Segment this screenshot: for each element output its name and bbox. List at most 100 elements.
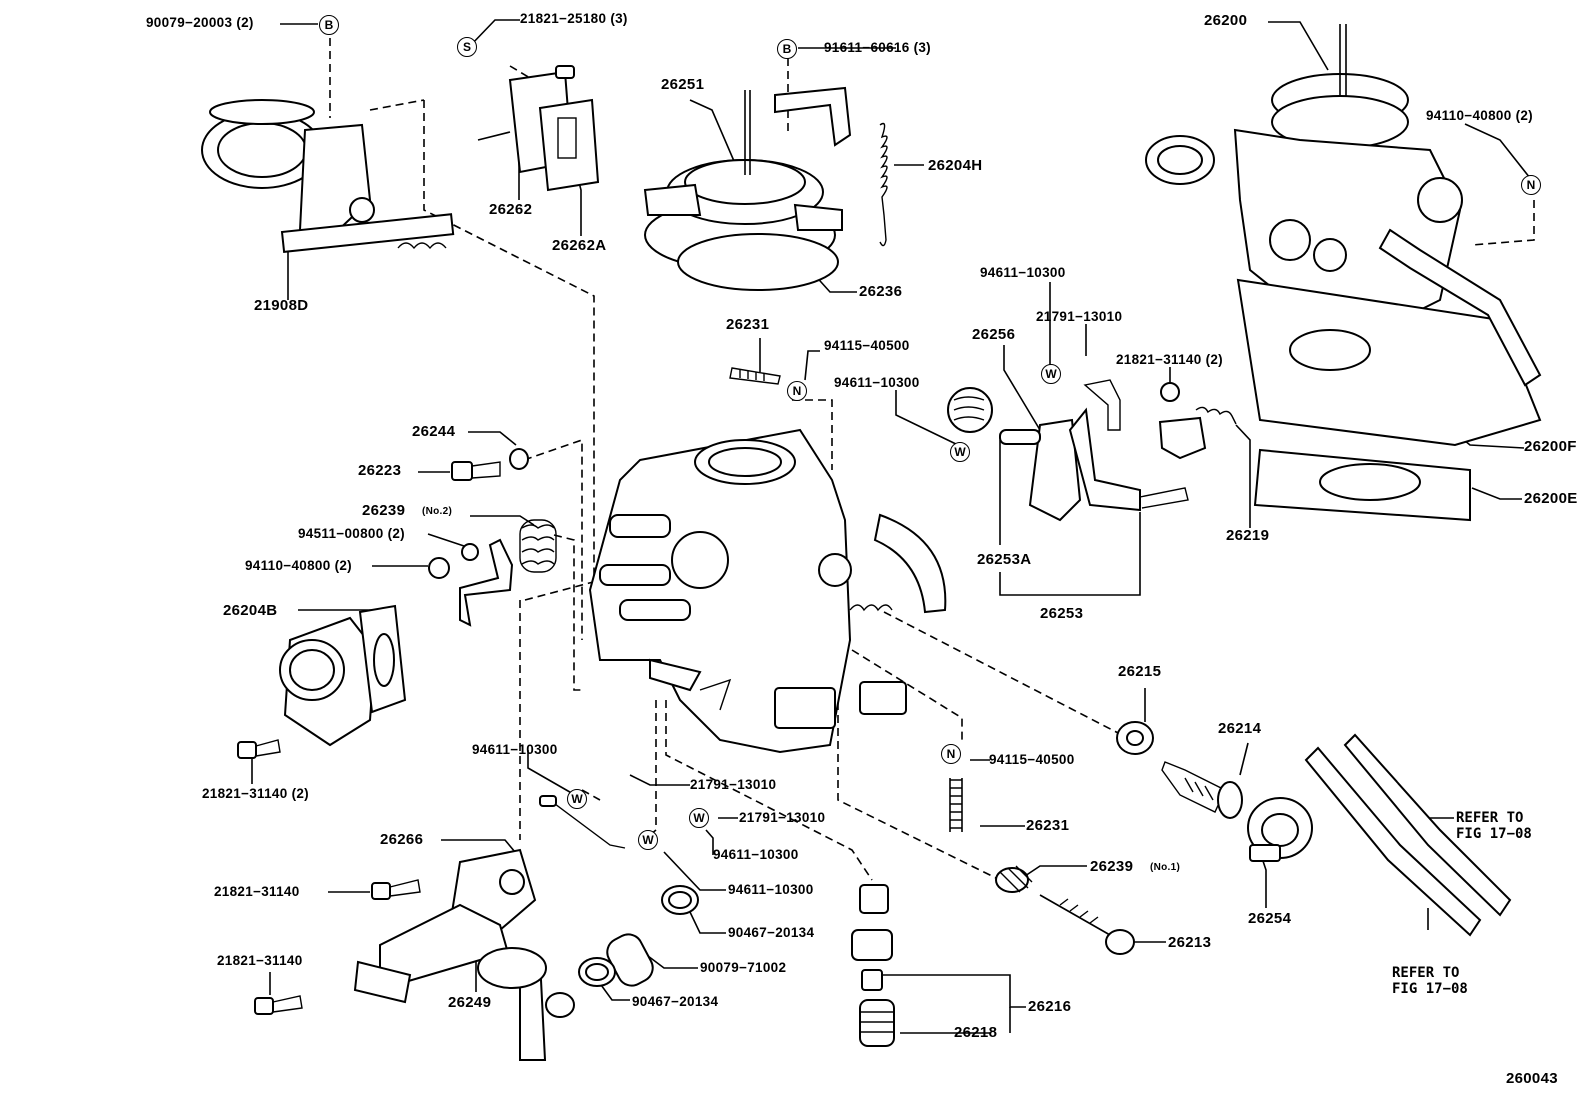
part-label: 26204H	[928, 157, 983, 174]
part-label: 94611−10300	[728, 882, 814, 897]
part-label: 26249	[448, 994, 492, 1011]
part-label: 21821−31140 (2)	[202, 786, 309, 801]
part-label: 21821−31140	[214, 884, 300, 899]
part-needle-26214	[1161, 761, 1243, 819]
part-label-tag: (No.2)	[422, 506, 453, 517]
part-label: 21791−13010	[739, 810, 826, 825]
part-carburetor-body	[588, 428, 947, 754]
part-label: 26213	[1168, 934, 1212, 951]
part-label: 26200F	[1524, 438, 1577, 455]
part-label: 26253	[1040, 605, 1084, 622]
part-label: 94511−00800 (2)	[298, 526, 405, 541]
part-carburetor-assembly-26200	[1145, 24, 1542, 522]
part-label: 26231	[1026, 817, 1070, 834]
part-label-tag: (No.1)	[1150, 862, 1181, 873]
part-spring-26231	[949, 778, 963, 832]
reference-note-line: FIG 17−08	[1392, 981, 1468, 997]
part-screw-21821-left	[237, 739, 281, 759]
part-jet-26216	[851, 884, 893, 991]
part-label: 94611−10300	[713, 847, 799, 862]
part-label: 26256	[972, 326, 1016, 343]
parts	[201, 24, 1542, 1061]
part-bolt-26231-top	[729, 367, 781, 385]
part-label: 26253A	[977, 551, 1032, 568]
part-lever-26253	[947, 379, 1189, 522]
part-label: 94110−40800 (2)	[1426, 108, 1533, 123]
part-label: 26262A	[552, 237, 607, 254]
part-label: 94115−40500	[989, 752, 1075, 767]
part-label: 21821−31140 (2)	[1116, 352, 1223, 367]
part-label: 91611−60616 (3)	[824, 40, 931, 55]
diagram-id: 260043	[1506, 1070, 1558, 1087]
part-label: 26239	[362, 502, 406, 519]
symbol-b-badge: B	[319, 15, 339, 35]
reference-note: REFER TO FIG 17−08	[1456, 810, 1532, 842]
symbol-s-badge: S	[457, 37, 477, 57]
part-screw-26213	[1039, 894, 1135, 955]
symbol-b-badge: B	[777, 39, 797, 59]
part-bolt-head	[1160, 382, 1180, 402]
part-label: 26236	[859, 283, 903, 300]
part-label: 21791−13010	[1036, 309, 1123, 324]
part-label: 21791−13010	[690, 777, 777, 792]
part-clamp-90467-b	[578, 957, 616, 987]
symbol-w-badge: W	[638, 830, 658, 850]
reference-note-line: FIG 17−08	[1456, 826, 1532, 842]
symbol-w-badge: W	[1041, 364, 1061, 384]
part-label: 21821−31140	[217, 953, 303, 968]
part-label: 26214	[1218, 720, 1262, 737]
part-label: 26219	[1226, 527, 1270, 544]
part-label: 26200	[1204, 12, 1248, 29]
symbol-n-badge: N	[787, 381, 807, 401]
part-label: 26200E	[1524, 490, 1578, 507]
part-bracket	[774, 86, 852, 147]
part-cover-26204B	[279, 604, 407, 747]
reference-note-line: REFER TO	[1456, 810, 1524, 826]
part-screw-21821-b	[254, 995, 303, 1015]
symbol-n-badge: N	[941, 744, 961, 764]
leader-lines	[251, 19, 1531, 1034]
part-label: 26223	[358, 462, 402, 479]
part-label: 21821−25180 (3)	[520, 11, 628, 26]
symbol-n-badge: N	[1521, 175, 1541, 195]
part-label: 90467−20134	[728, 925, 815, 940]
symbol-w-badge: W	[689, 808, 709, 828]
part-spring-26239-no2	[519, 519, 557, 573]
part-spring-26239-no1	[995, 865, 1033, 893]
part-label: 26215	[1118, 663, 1162, 680]
part-label: 94115−40500	[824, 338, 910, 353]
part-gasket-26262	[477, 65, 600, 192]
part-jet-26218	[859, 999, 895, 1047]
part-label: 26239	[1090, 858, 1134, 875]
part-label: 26204B	[223, 602, 278, 619]
part-collar-26254	[1247, 797, 1313, 862]
part-label: 94611−10300	[980, 265, 1066, 280]
part-label: 94110−40800 (2)	[245, 558, 352, 573]
part-lever-94511	[428, 538, 514, 627]
part-nut-26215	[1116, 721, 1154, 755]
part-label: 26254	[1248, 910, 1292, 927]
part-label: 90079−20003 (2)	[146, 15, 254, 30]
part-label: 90467−20134	[632, 994, 719, 1009]
part-label: 90079−71002	[700, 960, 787, 975]
symbol-w-badge: W	[950, 442, 970, 462]
part-clamp-90467-a	[661, 885, 699, 915]
reference-note-line: REFER TO	[1392, 965, 1460, 981]
symbol-w-badge: W	[567, 789, 587, 809]
part-label: 26266	[380, 831, 424, 848]
part-lever-rod	[539, 795, 626, 849]
part-label: 26216	[1028, 998, 1072, 1015]
reference-note: REFER TO FIG 17−08	[1392, 965, 1468, 997]
part-label: 26251	[661, 76, 705, 93]
part-spring-26204H	[879, 122, 888, 247]
part-idle-screw-26223	[451, 448, 529, 481]
part-label: 94611−10300	[834, 375, 920, 390]
part-label: 26262	[489, 201, 533, 218]
part-label: 21908D	[254, 297, 309, 314]
part-bracket-26219	[1158, 406, 1237, 460]
part-choke-housing-26251	[643, 90, 843, 291]
part-label: 26231	[726, 316, 770, 333]
part-label: 94611−10300	[472, 742, 558, 757]
part-screw-21821-a	[371, 879, 421, 900]
